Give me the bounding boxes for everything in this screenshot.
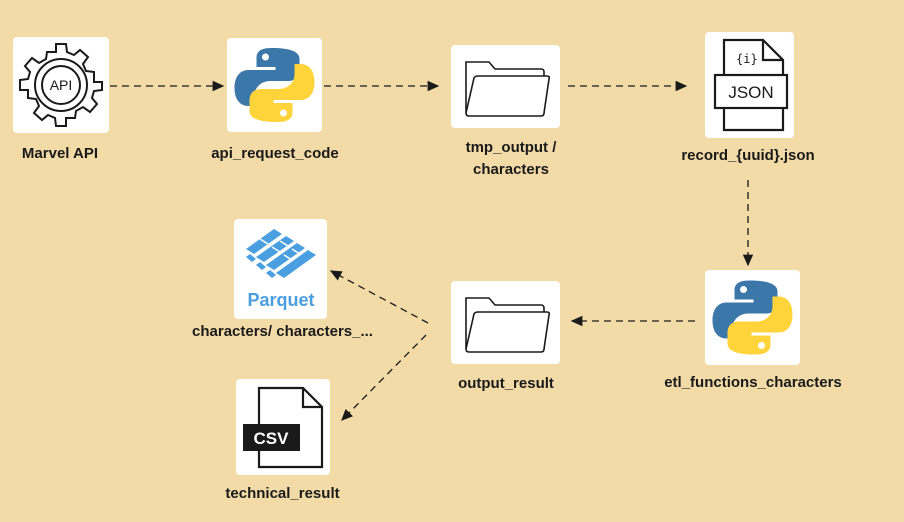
etl-functions-label: etl_functions_characters (664, 374, 842, 391)
python-icon (234, 48, 315, 122)
python-icon (712, 280, 793, 355)
record-json-node: {i} JSON (705, 32, 794, 138)
record-json-label: record_{uuid}.json (681, 147, 815, 164)
output-result-node (451, 281, 560, 364)
edge-output-to-parquet (329, 270, 429, 324)
gear-icon-text: API (50, 77, 73, 93)
folder-icon (465, 61, 551, 117)
api-request-node (227, 38, 322, 132)
etl-functions-node (705, 270, 800, 365)
tmp-output-label: tmp_output / characters (431, 137, 591, 181)
tmp-output-label-line2: characters (473, 161, 549, 178)
tmp-output-node (451, 45, 560, 128)
marvel-api-label: Marvel API (21, 145, 99, 162)
folder-icon (465, 297, 551, 353)
csv-icon-text: CSV (254, 429, 290, 448)
json-file-icon: {i} JSON (713, 38, 789, 132)
api-request-label: api_request_code (211, 145, 339, 162)
edge-output-to-csv (341, 334, 427, 421)
gear-icon: API (19, 43, 103, 127)
json-icon-text: JSON (728, 83, 773, 102)
output-result-label: output_result (458, 375, 554, 392)
parquet-node: Parquet (234, 219, 327, 319)
json-brace-text: {i} (736, 52, 758, 66)
technical-result-node: CSV (236, 379, 330, 475)
marvel-api-node: API (13, 37, 109, 133)
technical-result-label: technical_result (225, 485, 340, 502)
parquet-label: characters/ characters_... (192, 323, 373, 340)
csv-file-icon: CSV (243, 386, 324, 469)
tmp-output-label-line1: tmp_output / (465, 139, 557, 156)
parquet-icon: Parquet (246, 229, 316, 310)
parquet-icon-text: Parquet (247, 290, 314, 310)
